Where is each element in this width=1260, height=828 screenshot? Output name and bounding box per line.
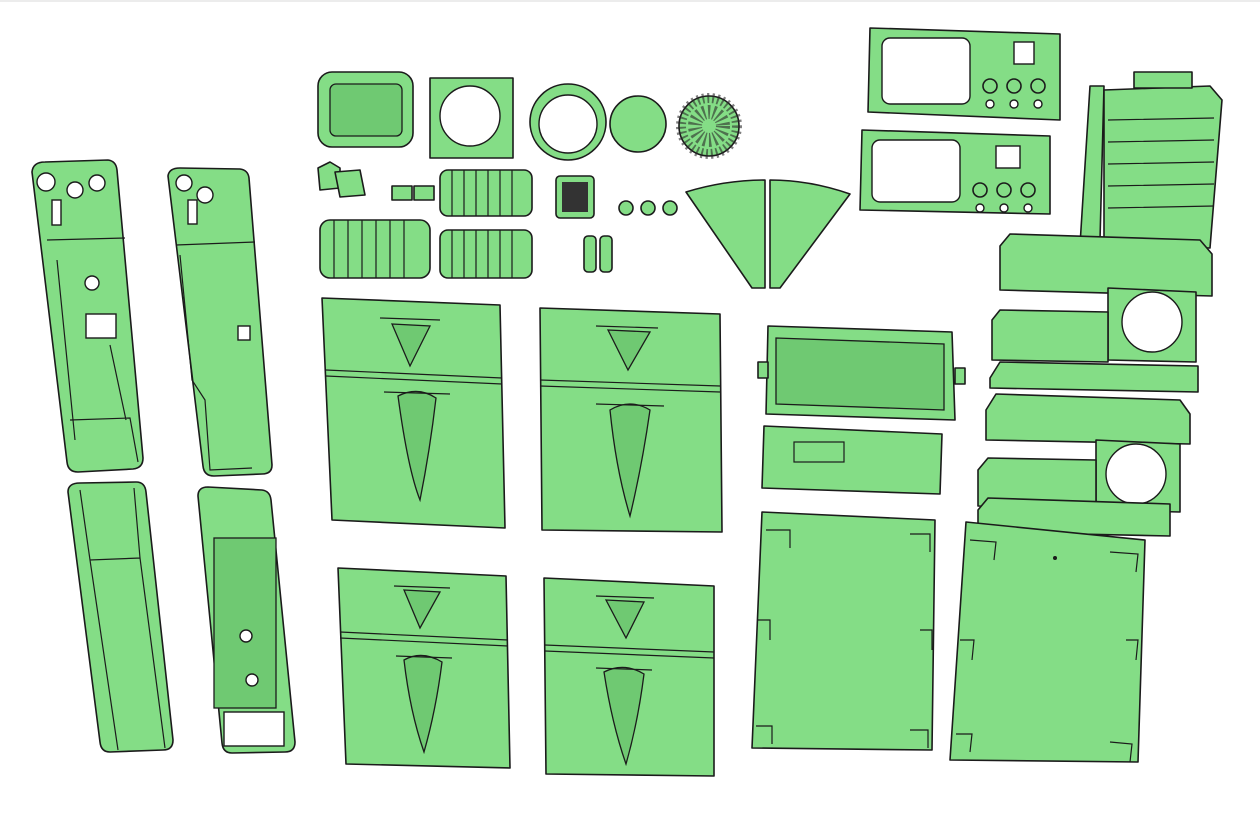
fan-wedge-parts — [685, 179, 851, 289]
knob-parts — [583, 200, 678, 273]
flat-plate-part — [761, 425, 943, 495]
lower-panel-1 — [67, 481, 174, 753]
ring-part — [529, 83, 607, 161]
drawer-stack — [1079, 71, 1223, 249]
side-panel-2 — [167, 167, 273, 477]
shelf-module-2 — [977, 393, 1191, 537]
side-panel-1 — [31, 159, 144, 473]
lower-panel-2 — [197, 486, 296, 754]
roller-set-1 — [439, 169, 533, 217]
mesh-disk-part — [676, 93, 742, 159]
cabinet-door-2 — [539, 307, 723, 533]
grille-part — [555, 175, 595, 219]
roller-set-3 — [439, 229, 533, 279]
square-frame-part — [429, 77, 514, 159]
cabinet-door-3 — [337, 567, 511, 769]
cabinet-door-4 — [543, 577, 715, 777]
control-panel-2 — [859, 129, 1051, 215]
clip-parts — [317, 161, 435, 201]
roller-set-2 — [319, 219, 431, 279]
control-panel-1 — [867, 27, 1061, 121]
side-board-1 — [751, 511, 936, 751]
disk-part — [609, 95, 667, 153]
shelf-module-1 — [989, 233, 1213, 393]
tray-part — [317, 71, 414, 148]
open-box-part — [757, 325, 966, 421]
cabinet-door-1 — [321, 297, 506, 529]
side-board-2 — [949, 521, 1146, 763]
